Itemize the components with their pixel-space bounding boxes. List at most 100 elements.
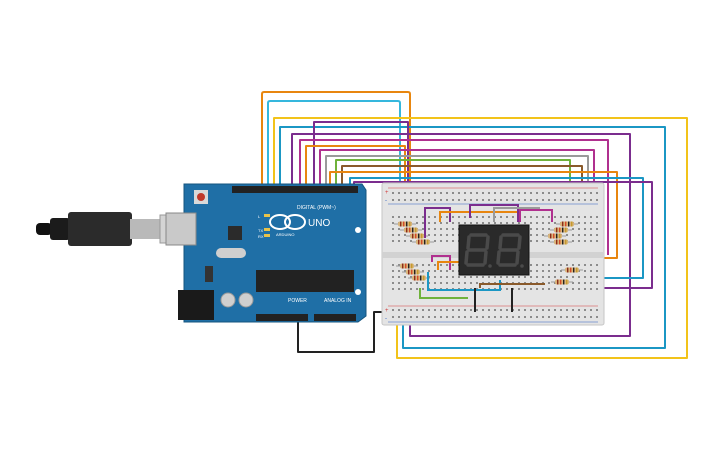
- breadboard-hole[interactable]: [596, 234, 598, 236]
- breadboard-hole[interactable]: [416, 192, 418, 194]
- breadboard-hole[interactable]: [494, 309, 496, 311]
- breadboard-hole[interactable]: [410, 216, 412, 218]
- breadboard-hole[interactable]: [578, 282, 580, 284]
- breadboard-hole[interactable]: [464, 199, 466, 201]
- breadboard-hole[interactable]: [458, 276, 460, 278]
- breadboard-hole[interactable]: [404, 276, 406, 278]
- breadboard-hole[interactable]: [590, 240, 592, 242]
- breadboard-hole[interactable]: [536, 228, 538, 230]
- breadboard-hole[interactable]: [494, 199, 496, 201]
- breadboard-hole[interactable]: [416, 316, 418, 318]
- breadboard-hole[interactable]: [512, 316, 514, 318]
- breadboard-hole[interactable]: [530, 240, 532, 242]
- resistor[interactable]: [402, 269, 424, 275]
- breadboard-hole[interactable]: [518, 288, 520, 290]
- breadboard-hole[interactable]: [512, 216, 514, 218]
- breadboard-hole[interactable]: [524, 288, 526, 290]
- breadboard-hole[interactable]: [470, 309, 472, 311]
- breadboard-hole[interactable]: [464, 316, 466, 318]
- breadboard-hole[interactable]: [584, 270, 586, 272]
- breadboard-hole[interactable]: [518, 199, 520, 201]
- breadboard-hole[interactable]: [398, 316, 400, 318]
- breadboard-hole[interactable]: [416, 282, 418, 284]
- breadboard-hole[interactable]: [404, 240, 406, 242]
- breadboard-hole[interactable]: [398, 288, 400, 290]
- breadboard-hole[interactable]: [446, 228, 448, 230]
- wire-black-gnd[interactable]: [297, 311, 392, 353]
- breadboard-hole[interactable]: [590, 199, 592, 201]
- breadboard-hole[interactable]: [392, 192, 394, 194]
- breadboard-hole[interactable]: [428, 228, 430, 230]
- resistor[interactable]: [394, 221, 416, 227]
- resistor[interactable]: [544, 233, 566, 239]
- breadboard-hole[interactable]: [542, 228, 544, 230]
- breadboard-hole[interactable]: [446, 309, 448, 311]
- breadboard-hole[interactable]: [470, 276, 472, 278]
- breadboard-hole[interactable]: [584, 228, 586, 230]
- breadboard-hole[interactable]: [494, 222, 496, 224]
- breadboard-hole[interactable]: [452, 216, 454, 218]
- breadboard-hole[interactable]: [530, 276, 532, 278]
- breadboard-hole[interactable]: [452, 192, 454, 194]
- breadboard-hole[interactable]: [530, 216, 532, 218]
- breadboard-hole[interactable]: [506, 199, 508, 201]
- breadboard-hole[interactable]: [434, 316, 436, 318]
- breadboard-hole[interactable]: [584, 276, 586, 278]
- breadboard-hole[interactable]: [536, 270, 538, 272]
- breadboard-hole[interactable]: [500, 222, 502, 224]
- breadboard-hole[interactable]: [542, 309, 544, 311]
- breadboard-hole[interactable]: [470, 282, 472, 284]
- breadboard-hole[interactable]: [488, 199, 490, 201]
- breadboard-hole[interactable]: [578, 309, 580, 311]
- breadboard-hole[interactable]: [554, 288, 556, 290]
- breadboard-hole[interactable]: [392, 240, 394, 242]
- breadboard-hole[interactable]: [500, 192, 502, 194]
- breadboard-hole[interactable]: [398, 228, 400, 230]
- breadboard-hole[interactable]: [464, 276, 466, 278]
- breadboard-hole[interactable]: [428, 264, 430, 266]
- breadboard-hole[interactable]: [548, 264, 550, 266]
- breadboard-hole[interactable]: [398, 240, 400, 242]
- breadboard-hole[interactable]: [590, 234, 592, 236]
- breadboard-hole[interactable]: [578, 316, 580, 318]
- breadboard-hole[interactable]: [422, 309, 424, 311]
- breadboard-hole[interactable]: [554, 264, 556, 266]
- breadboard-hole[interactable]: [452, 234, 454, 236]
- breadboard-hole[interactable]: [512, 199, 514, 201]
- breadboard-hole[interactable]: [542, 216, 544, 218]
- breadboard-hole[interactable]: [428, 309, 430, 311]
- breadboard-hole[interactable]: [422, 316, 424, 318]
- breadboard-hole[interactable]: [596, 199, 598, 201]
- breadboard-hole[interactable]: [482, 192, 484, 194]
- breadboard-hole[interactable]: [560, 216, 562, 218]
- breadboard-hole[interactable]: [476, 276, 478, 278]
- resistor[interactable]: [550, 239, 572, 245]
- breadboard-hole[interactable]: [458, 309, 460, 311]
- breadboard-hole[interactable]: [434, 240, 436, 242]
- resistor[interactable]: [400, 227, 422, 233]
- breadboard-hole[interactable]: [530, 270, 532, 272]
- breadboard-hole[interactable]: [512, 222, 514, 224]
- breadboard-hole[interactable]: [500, 309, 502, 311]
- breadboard-hole[interactable]: [506, 216, 508, 218]
- breadboard-hole[interactable]: [446, 199, 448, 201]
- breadboard-hole[interactable]: [488, 309, 490, 311]
- breadboard-hole[interactable]: [518, 192, 520, 194]
- breadboard-hole[interactable]: [488, 192, 490, 194]
- breadboard-hole[interactable]: [470, 192, 472, 194]
- breadboard-hole[interactable]: [572, 192, 574, 194]
- breadboard-hole[interactable]: [578, 216, 580, 218]
- breadboard-hole[interactable]: [452, 316, 454, 318]
- breadboard-hole[interactable]: [572, 264, 574, 266]
- breadboard-hole[interactable]: [506, 288, 508, 290]
- breadboard-hole[interactable]: [566, 309, 568, 311]
- breadboard-hole[interactable]: [590, 228, 592, 230]
- breadboard-hole[interactable]: [398, 270, 400, 272]
- breadboard-hole[interactable]: [410, 276, 412, 278]
- breadboard-hole[interactable]: [584, 222, 586, 224]
- breadboard-hole[interactable]: [554, 216, 556, 218]
- breadboard-hole[interactable]: [422, 192, 424, 194]
- breadboard-hole[interactable]: [548, 228, 550, 230]
- breadboard-hole[interactable]: [536, 288, 538, 290]
- breadboard-hole[interactable]: [596, 270, 598, 272]
